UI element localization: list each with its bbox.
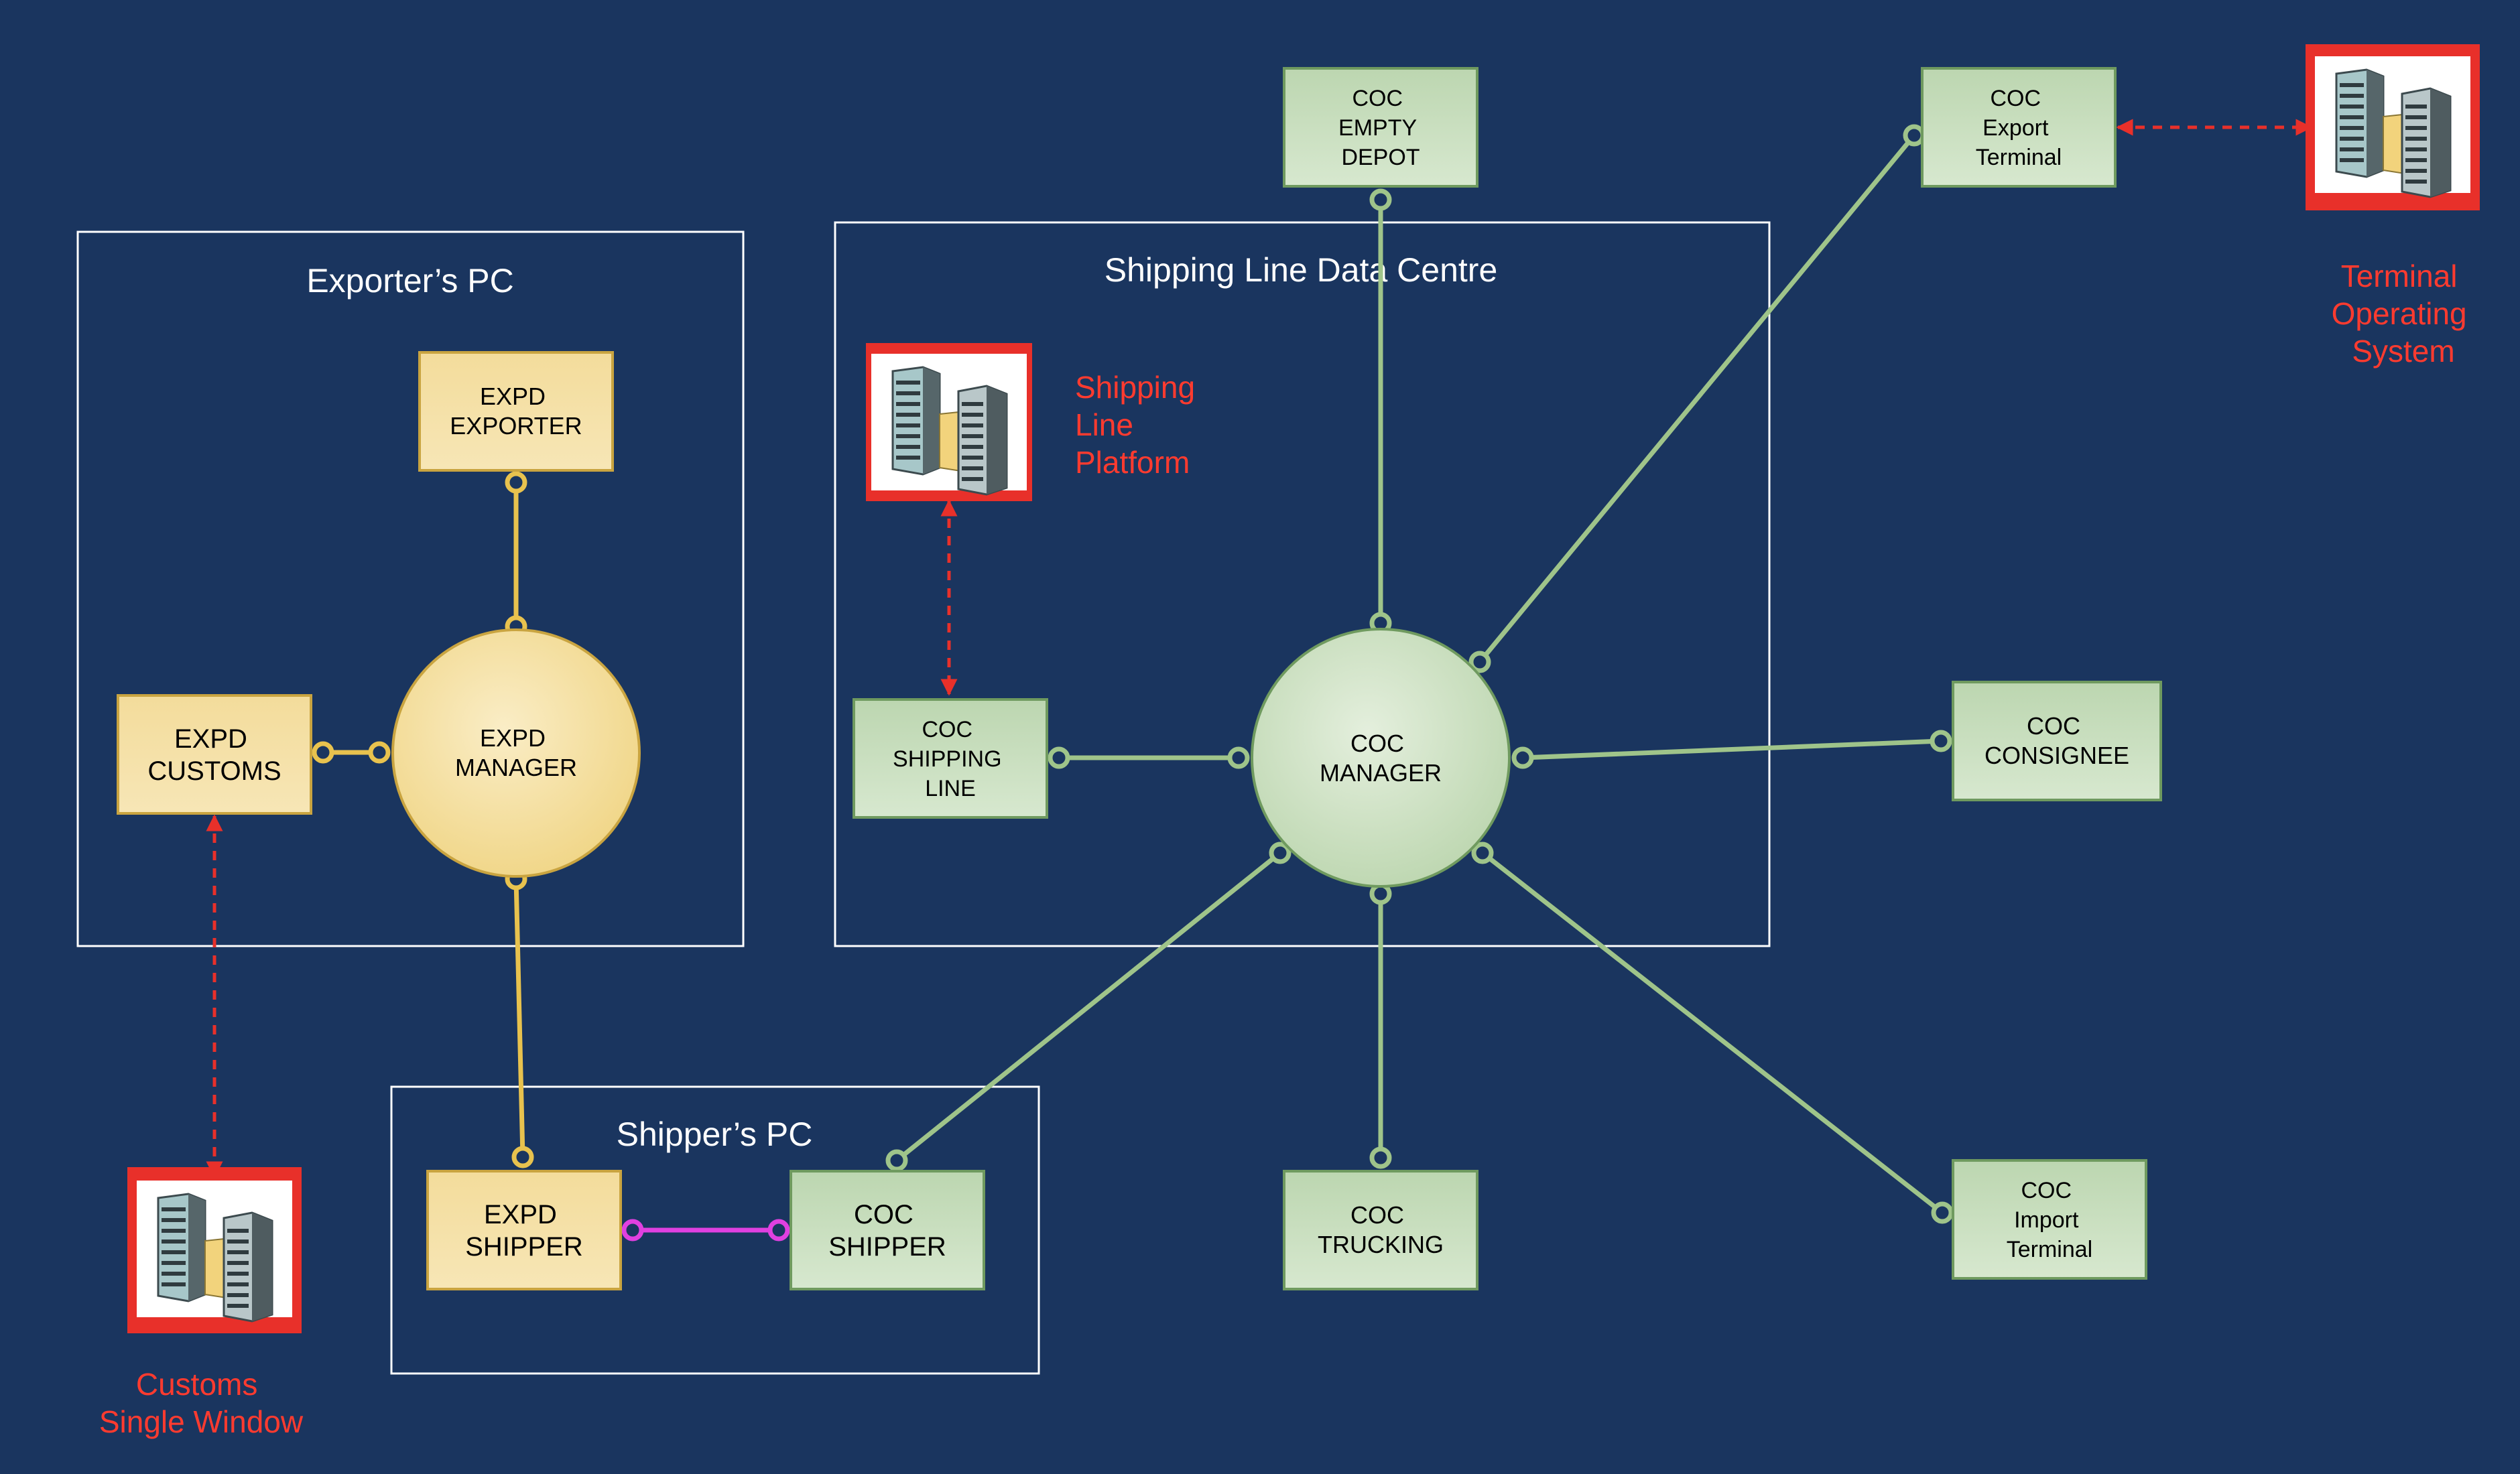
expd-manager-node[interactable]: EXPD MANAGER: [391, 628, 641, 878]
server-icon: [135, 1179, 294, 1323]
svg-text:COC EMPTY DEPOT: COC EMPTY DEPOT: [1338, 86, 1423, 170]
svg-text:COC Export Termina: COC Export Terminal: [1976, 86, 2062, 170]
coc-consignee-line-1: COC: [2027, 712, 2080, 740]
coc-shipper-node[interactable]: COC SHIPPER: [790, 1170, 985, 1290]
svg-text:Customs Single Window: Customs Single Window: [99, 1367, 304, 1439]
expd-exporter-node[interactable]: EXPD EXPORTER: [418, 351, 614, 472]
coc-import-terminal-node[interactable]: COC Import Terminal: [1952, 1159, 2147, 1280]
terminal-operating-system[interactable]: Terminal Operating System: [2306, 44, 2480, 368]
link-consignee: [1522, 738, 1942, 760]
shipper-link: [621, 1219, 790, 1242]
coc-shipping-line-node[interactable]: COC SHIPPING LINE: [853, 698, 1048, 819]
terminal-operating-system-line-2: Operating: [2332, 296, 2467, 331]
svg-text:EXPD MANAGER: EXPD MANAGER: [455, 724, 577, 781]
coc-import-terminal-line-3: Terminal: [2007, 1237, 2092, 1262]
coc-manager-line-2: MANAGER: [1320, 759, 1442, 787]
svg-text:EXPD SHIPPER: EXPD SHIPPER: [465, 1200, 583, 1262]
exporter-pc-group: Exporter’s PC: [76, 230, 745, 947]
coc-empty-depot-line-2: EMPTY: [1338, 115, 1417, 141]
link-coc-shipper: [895, 851, 1282, 1162]
coc-consignee-line-2: CONSIGNEE: [1984, 742, 2129, 769]
coc-links: [895, 133, 1944, 1215]
coc-manager-node[interactable]: COC MANAGER: [1251, 628, 1511, 888]
coc-trucking-node[interactable]: COC TRUCKING: [1283, 1170, 1478, 1290]
shipping-line-platform-line-1: Shipping: [1075, 370, 1195, 405]
coc-export-terminal-line-3: Terminal: [1976, 145, 2062, 170]
coc-trucking-line-1: COC: [1350, 1201, 1404, 1229]
coc-shipping-line-line-2: SHIPPING: [893, 746, 1001, 772]
expd-exporter-line-1: EXPD: [480, 383, 546, 410]
coc-empty-depot-line-3: DEPOT: [1341, 145, 1420, 170]
coc-shipping-line-line-3: LINE: [925, 776, 976, 801]
terminal-operating-system-line-3: System: [2352, 334, 2454, 368]
server-icon: [2314, 55, 2472, 198]
shipping-line-platform-line-3: Platform: [1075, 445, 1190, 480]
expd-exporter-line-2: EXPORTER: [450, 412, 582, 440]
expd-shipper-line-2: SHIPPER: [465, 1232, 583, 1262]
svg-text:COC MANAGER: COC MANAGER: [1320, 730, 1442, 787]
svg-text:EXPD EXPORTER: EXPD EXPORTER: [450, 383, 582, 440]
coc-empty-depot-line-1: COC: [1352, 86, 1403, 111]
coc-export-terminal-line-1: COC: [1990, 86, 2041, 111]
link-manager-shipper: [513, 878, 525, 1158]
svg-text:Shipping Line Plat: Shipping Line Platform: [1075, 370, 1204, 480]
coc-shipping-line-line-1: COC: [922, 717, 972, 742]
terminal-operating-system-line-1: Terminal: [2341, 259, 2458, 293]
customs-single-window-line-2: Single Window: [99, 1404, 304, 1439]
coc-shipper-line-1: COC: [854, 1200, 914, 1229]
svg-text:COC SHIPPING LINE: COC SHIPPING LINE: [893, 717, 1008, 801]
svg-text:COC Import Termina: COC Import Terminal: [2007, 1178, 2092, 1262]
svg-text:COC TRUCKING: COC TRUCKING: [1318, 1201, 1444, 1258]
coc-consignee-node[interactable]: COC CONSIGNEE: [1952, 681, 2162, 801]
svg-text:Terminal Operating: Terminal Operating System: [2332, 259, 2476, 368]
svg-text:EXPD CUSTOMS: EXPD CUSTOMS: [147, 724, 281, 786]
expd-customs-line-1: EXPD: [174, 724, 247, 754]
expd-manager-line-2: MANAGER: [455, 754, 577, 781]
server-icon: [870, 352, 1028, 496]
shipper-pc-title: Shipper’s PC: [617, 1116, 813, 1153]
expd-shipper-line-1: EXPD: [484, 1200, 557, 1229]
exporter-pc-title: Exporter’s PC: [306, 262, 513, 299]
link-import-terminal: [1480, 851, 1944, 1215]
coc-import-terminal-line-1: COC: [2021, 1178, 2072, 1203]
svg-text:COC SHIPPER: COC SHIPPER: [828, 1200, 946, 1262]
expd-manager-line-1: EXPD: [480, 724, 546, 752]
system-links: [206, 119, 2313, 1179]
shipper-pc-group: Shipper’s PC: [390, 1085, 1040, 1375]
expd-customs-node[interactable]: EXPD CUSTOMS: [117, 694, 312, 815]
customs-single-window-system[interactable]: Customs Single Window: [99, 1167, 304, 1439]
coc-empty-depot-node[interactable]: COC EMPTY DEPOT: [1283, 67, 1478, 188]
shipping-line-platform-system[interactable]: Shipping Line Platform: [866, 343, 1204, 501]
coc-import-terminal-line-2: Import: [2014, 1207, 2079, 1233]
expd-shipper-node[interactable]: EXPD SHIPPER: [426, 1170, 622, 1290]
link-export-terminal: [1478, 133, 1916, 664]
shipping-line-data-centre-group: Shipping Line Data Centre: [834, 221, 1771, 947]
shipping-line-data-centre-title: Shipping Line Data Centre: [1105, 251, 1498, 289]
coc-manager-line-1: COC: [1350, 730, 1404, 757]
coc-export-terminal-node[interactable]: COC Export Terminal: [1921, 67, 2117, 188]
shipping-line-platform-line-2: Line: [1075, 407, 1133, 442]
svg-text:COC CONSIGNEE: COC CONSIGNEE: [1984, 712, 2129, 769]
coc-shipper-line-2: SHIPPER: [828, 1232, 946, 1262]
customs-single-window-line-1: Customs: [136, 1367, 257, 1402]
coc-export-terminal-line-2: Export: [1982, 115, 2049, 141]
expd-customs-line-2: CUSTOMS: [147, 756, 281, 786]
coc-trucking-line-2: TRUCKING: [1318, 1231, 1444, 1258]
